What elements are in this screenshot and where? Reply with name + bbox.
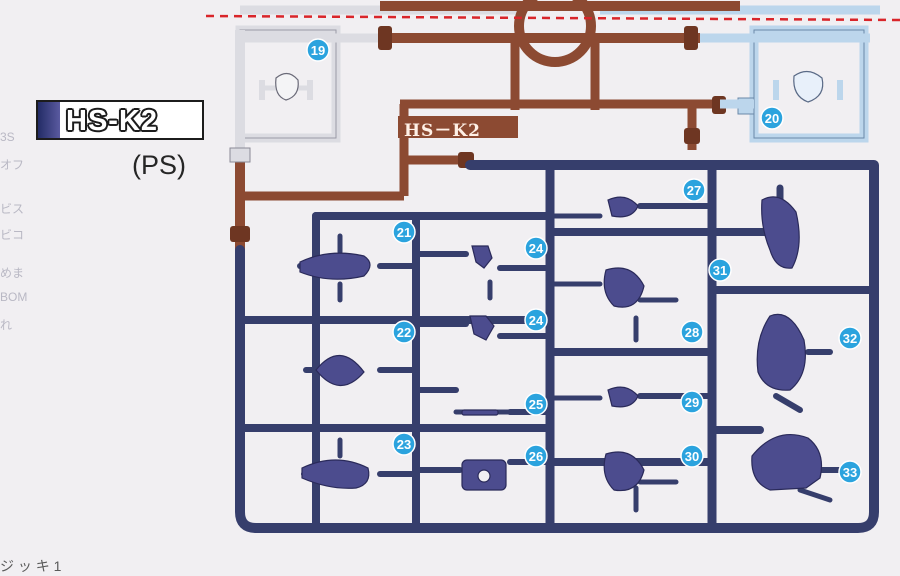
part-number: 29 bbox=[685, 395, 699, 410]
part-callout-31: 31 bbox=[708, 258, 732, 282]
part-number: 24 bbox=[529, 241, 544, 256]
part-number: 31 bbox=[713, 263, 727, 278]
margin-mark: ビコ bbox=[0, 228, 25, 242]
part-number: 30 bbox=[685, 449, 699, 464]
parts bbox=[299, 196, 823, 492]
margin-mark: れ bbox=[0, 318, 13, 332]
part-number: 22 bbox=[397, 325, 411, 340]
part-number: 33 bbox=[843, 465, 857, 480]
part-callout-30: 30 bbox=[680, 444, 704, 468]
margin-mark: オフ bbox=[0, 158, 25, 172]
bottom-note: ジ ッ キ 1 bbox=[0, 558, 62, 574]
margin-mark: 3S bbox=[0, 130, 15, 144]
tag-color-band bbox=[38, 102, 60, 138]
part-callout-24: 24 bbox=[524, 236, 548, 260]
part-callout-19: 19 bbox=[306, 38, 330, 62]
part-number: 24 bbox=[529, 313, 544, 328]
runner-embossed-label: HS－K2 bbox=[404, 121, 481, 141]
runner-tag: HS-K2 bbox=[36, 100, 204, 140]
part-number: 20 bbox=[765, 111, 779, 126]
part-callout-28: 28 bbox=[680, 320, 704, 344]
part-callout-33: 33 bbox=[838, 460, 862, 484]
part-callout-20: 20 bbox=[760, 106, 784, 130]
runner-label-plate bbox=[398, 116, 518, 138]
frame-20 bbox=[749, 25, 869, 143]
part-number: 26 bbox=[529, 449, 543, 464]
part-callout-32: 32 bbox=[838, 326, 862, 350]
part-callout-22: 22 bbox=[392, 320, 416, 344]
margin-mark: めま bbox=[0, 266, 25, 280]
callouts: 19 20 21 22 23 24 24 25 26 27 28 29 30 31 32 33 bbox=[306, 38, 862, 484]
part-callout-23: 23 bbox=[392, 432, 416, 456]
part-callout-29: 29 bbox=[680, 390, 704, 414]
part-number: 19 bbox=[311, 43, 325, 58]
part-number: 21 bbox=[397, 225, 411, 240]
runner-code: HS-K2 bbox=[66, 105, 159, 137]
part-number: 27 bbox=[687, 183, 701, 198]
part-callout-21: 21 bbox=[392, 220, 416, 244]
part-callout-27: 27 bbox=[682, 178, 706, 202]
part-callout-25: 25 bbox=[524, 392, 548, 416]
margin-mark: ビス bbox=[0, 202, 25, 216]
part-callout-24: 24 bbox=[524, 308, 548, 332]
margin-mark: BOM bbox=[0, 290, 28, 304]
part-number: 32 bbox=[843, 331, 857, 346]
material-label: (PS) bbox=[132, 150, 186, 180]
part-number: 23 bbox=[397, 437, 411, 452]
part-number: 28 bbox=[685, 325, 699, 340]
cut-line bbox=[205, 14, 900, 22]
part-number: 25 bbox=[529, 397, 543, 412]
part-callout-26: 26 bbox=[524, 444, 548, 468]
